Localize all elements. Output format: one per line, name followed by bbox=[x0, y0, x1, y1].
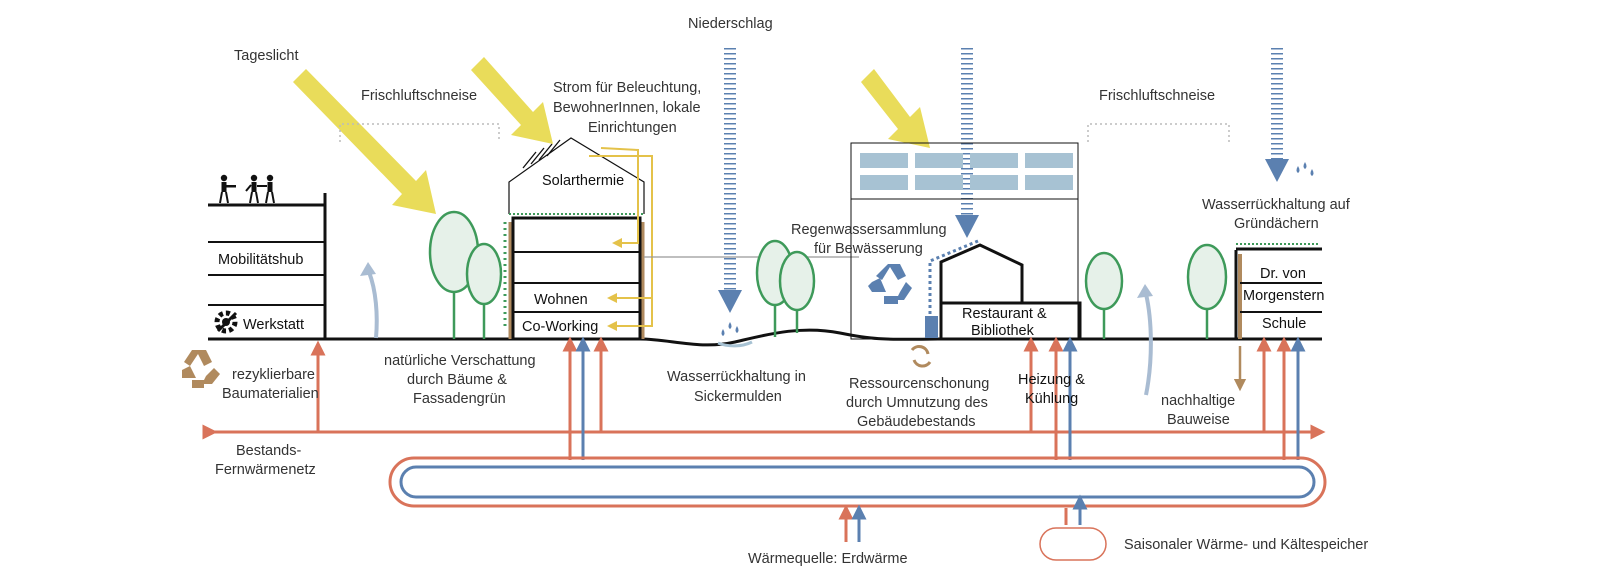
restaurant-building bbox=[850, 142, 1082, 341]
label-werkstatt: Werkstatt bbox=[243, 317, 304, 333]
label-strom-3: Einrichtungen bbox=[588, 120, 677, 136]
label-verschattung-1: natürliche Verschattung bbox=[384, 353, 536, 369]
label-schule-2: Morgenstern bbox=[1243, 288, 1324, 304]
water-drop-icon bbox=[721, 162, 1314, 336]
tree-right-2 bbox=[1186, 243, 1228, 339]
label-ressourcen-2: durch Umnutzung des bbox=[846, 395, 988, 411]
label-nachhaltig-2: Bauweise bbox=[1167, 412, 1230, 428]
geothermal-loop-outer bbox=[388, 456, 1327, 508]
fresh-air-arrow-right bbox=[1144, 293, 1153, 396]
rainwater-tank bbox=[925, 316, 938, 338]
label-frischluft-left: Frischluftschneise bbox=[361, 88, 477, 104]
fresh-air-bracket-right bbox=[1087, 123, 1230, 142]
label-sicker-1: Wasserrückhaltung in bbox=[667, 369, 806, 385]
recycle-icon bbox=[868, 264, 912, 304]
label-niederschlag: Niederschlag bbox=[688, 16, 773, 32]
label-schule-3: Schule bbox=[1262, 316, 1306, 332]
label-tageslicht: Tageslicht bbox=[234, 48, 298, 64]
rainwater-collection-line bbox=[928, 239, 979, 316]
label-waermequelle: Wärmequelle: Erdwärme bbox=[748, 551, 908, 567]
label-rezykl-2: Baumaterialien bbox=[222, 386, 319, 402]
label-wasser-gruen-1: Wasserrückhaltung auf bbox=[1202, 197, 1351, 213]
label-verschattung-3: Fassadengrün bbox=[413, 391, 506, 407]
label-restaurant-2: Bibliothek bbox=[971, 323, 1035, 339]
solar-panels bbox=[522, 139, 561, 169]
solar-electricity-lines bbox=[589, 147, 653, 331]
gear-icon bbox=[214, 310, 238, 334]
label-fernwaerme-2: Fernwärmenetz bbox=[215, 462, 316, 478]
label-wohnen: Wohnen bbox=[534, 292, 588, 308]
label-regenwasser-1: Regenwassersammlung bbox=[791, 222, 947, 238]
school-building bbox=[1234, 243, 1322, 339]
label-strom-1: Strom für Beleuchtung, bbox=[553, 80, 701, 96]
label-verschattung-2: durch Bäume & bbox=[407, 372, 507, 388]
label-fernwaerme-1: Bestands- bbox=[236, 443, 301, 459]
label-frischluft-right: Frischluftschneise bbox=[1099, 88, 1215, 104]
label-speicher: Saisonaler Wärme- und Kältespeicher bbox=[1124, 537, 1368, 553]
fresh-air-bracket-left bbox=[339, 123, 500, 142]
label-nachhaltig-1: nachhaltige bbox=[1161, 393, 1235, 409]
label-restaurant-1: Restaurant & bbox=[962, 306, 1047, 322]
label-solarthermie: Solarthermie bbox=[542, 173, 624, 189]
sun-rays bbox=[293, 57, 930, 214]
people-icon bbox=[219, 174, 275, 204]
label-wasser-gruen-2: Gründächern bbox=[1234, 216, 1319, 232]
swale-water bbox=[717, 340, 753, 348]
recycle-icon-brown bbox=[182, 350, 220, 388]
housing-building bbox=[508, 137, 645, 341]
label-mobilitaetshub: Mobilitätshub bbox=[218, 252, 303, 268]
tree-left-2 bbox=[465, 242, 503, 339]
label-regenwasser-2: für Bewässerung bbox=[814, 241, 923, 257]
label-ressourcen-1: Ressourcenschonung bbox=[849, 376, 989, 392]
label-schule-1: Dr. von bbox=[1260, 266, 1306, 282]
rain-columns bbox=[718, 48, 1289, 313]
cycle-arrows-icon bbox=[910, 345, 932, 368]
heating-supply-lines bbox=[310, 336, 1306, 460]
label-sicker-2: Sickermulden bbox=[694, 389, 782, 405]
ground-line bbox=[323, 328, 1322, 347]
tree-right-1 bbox=[1084, 251, 1124, 339]
seasonal-storage-tank bbox=[1039, 527, 1107, 561]
label-ressourcen-3: Gebäudebestands bbox=[857, 414, 976, 430]
label-heizung-1: Heizung & bbox=[1018, 372, 1085, 388]
tree-mid-2 bbox=[778, 250, 816, 333]
fresh-air-arrow-left bbox=[367, 271, 379, 339]
mobility-hub-building bbox=[208, 193, 327, 341]
label-rezykl-1: rezyklierbare bbox=[232, 367, 315, 383]
label-coworking: Co-Working bbox=[522, 319, 598, 335]
geothermal-loop-inner bbox=[399, 465, 1316, 499]
label-strom-2: BewohnerInnen, lokale bbox=[553, 100, 701, 116]
label-heizung-2: Kühlung bbox=[1025, 391, 1078, 407]
